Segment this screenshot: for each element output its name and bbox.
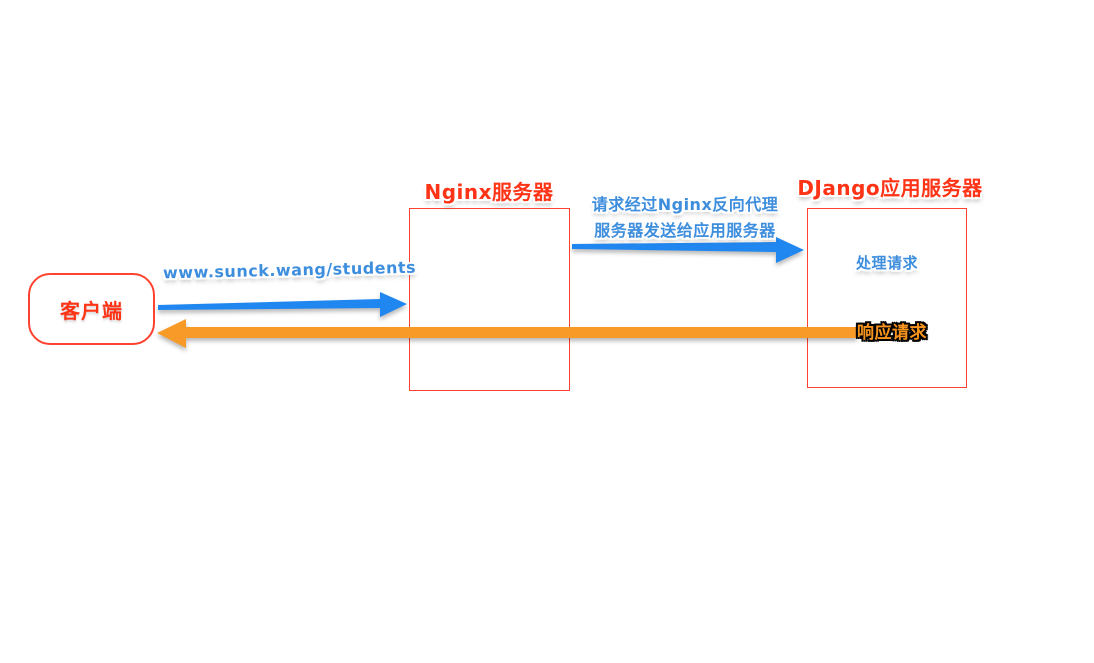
proxy-request-label-line1: 请求经过Nginx反向代理 <box>591 195 779 214</box>
django-server-node <box>807 208 967 388</box>
request-arrow <box>158 292 407 317</box>
client-node-label: 客户端 <box>60 298 123 323</box>
response-request-label: 响应请求 <box>857 323 927 343</box>
nginx-server-node <box>409 208 570 391</box>
client-node: 客户端 <box>28 273 155 345</box>
proxy-request-label: 请求经过Nginx反向代理 服务器发送给应用服务器 <box>585 192 785 244</box>
nginx-server-title: Nginx服务器 <box>424 180 554 204</box>
request-url-label: www.sunck.wang/students <box>162 257 417 283</box>
process-request-label: 处理请求 <box>855 254 918 272</box>
django-server-title: DJango应用服务器 <box>797 176 983 200</box>
proxy-request-label-line2: 服务器发送给应用服务器 <box>594 221 776 240</box>
